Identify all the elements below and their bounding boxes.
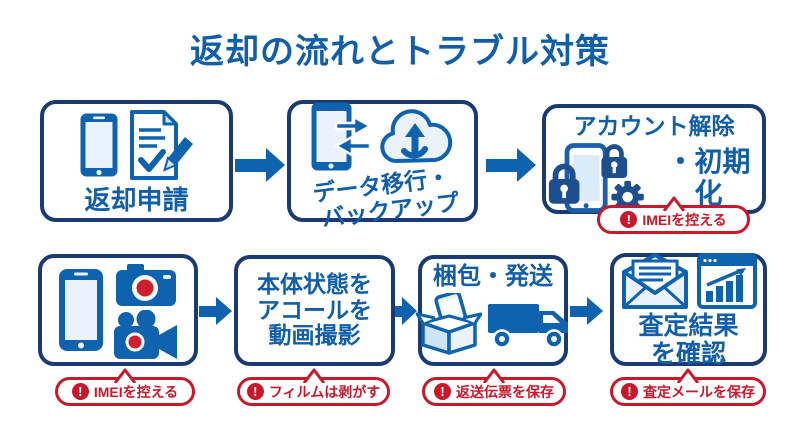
- step-label-line1: 査定結果: [638, 312, 739, 340]
- page-title: 返却の流れとトラブル対策: [190, 33, 610, 71]
- badge-tail: [662, 196, 685, 211]
- step-label-line1: 本体状態を: [257, 270, 372, 297]
- exclamation-icon: !: [71, 383, 89, 400]
- icon-group: ・初期化: [546, 141, 762, 215]
- badge-text: フィルムは剥がす: [268, 383, 381, 400]
- step-label-line2: を確認: [650, 340, 726, 368]
- smartphone-icon: [59, 269, 103, 351]
- exclamation-icon: !: [621, 383, 638, 400]
- step-box-video-condition: 本体状態を アコールを 動画撮影: [234, 255, 395, 366]
- badge-text: IMEIを控える: [93, 383, 179, 400]
- cloud-upload-icon: [379, 108, 452, 163]
- alert-badge-slip: ! 返送伝票を保存: [422, 368, 566, 406]
- step-label-line3: 動画撮影: [268, 322, 361, 349]
- step-box-account-release: アカウント解除: [542, 104, 766, 214]
- exclamation-icon: !: [434, 383, 451, 400]
- flow-arrow: [570, 297, 603, 325]
- video-camera-icon: [114, 309, 177, 359]
- alert-badge-imei: ! IMEIを控える: [55, 368, 195, 406]
- badge-tail: [676, 368, 700, 383]
- icon-group: [57, 261, 179, 360]
- document-edit-icon: [130, 109, 193, 180]
- padlock-icon: [601, 143, 628, 178]
- camera-icon: [116, 263, 176, 306]
- step-box-data-migration: データ移行・ バックアップ: [287, 100, 478, 231]
- badge-tail: [113, 368, 137, 383]
- open-mail-icon: [622, 253, 688, 309]
- alert-badge-film: ! フィルムは剥がす: [237, 368, 390, 406]
- phone-transfer-icon: [311, 102, 372, 171]
- step-label: データ移行・ バックアップ: [305, 164, 460, 233]
- smartphone-icon: [80, 113, 118, 177]
- step-label: 梱包・発送: [433, 263, 553, 290]
- icon-group: [79, 109, 194, 181]
- flow-arrow: [486, 148, 536, 182]
- flow-arrow: [199, 297, 232, 325]
- padlock-icon: [548, 163, 580, 204]
- badge-tail: [482, 368, 506, 383]
- icon-group: [415, 292, 571, 355]
- badge-tail: [302, 368, 325, 383]
- camera-icon-stack: [113, 261, 179, 360]
- step-box-check-result: 査定結果 を確認: [610, 253, 767, 368]
- exclamation-icon: !: [246, 383, 264, 400]
- badge-text: IMEIを控える: [642, 211, 727, 228]
- truck-icon: [487, 303, 568, 349]
- chart-window-icon: [697, 253, 757, 309]
- step-box-record-device: [38, 254, 198, 366]
- flow-arrow: [395, 297, 417, 325]
- step-label-line2: アコールを: [257, 296, 372, 323]
- badge-text: 返送伝票を保存: [456, 383, 554, 400]
- gear-icon: [611, 180, 644, 214]
- badge-text: 査定メールを保存: [643, 383, 755, 400]
- step-box-return-application: 返却申請: [40, 100, 233, 222]
- step-label: 返却申請: [84, 184, 189, 215]
- step-label: ・初期化: [666, 146, 751, 209]
- open-box-icon: [415, 292, 482, 355]
- step-title: アカウント解除: [573, 113, 735, 139]
- alert-badge-imei: ! IMEIを控える: [597, 196, 750, 234]
- icon-group: [620, 253, 757, 309]
- exclamation-icon: !: [620, 211, 638, 228]
- step-box-pack-ship: 梱包・発送: [415, 255, 571, 366]
- icon-group: [310, 101, 456, 173]
- phone-lock-icon: [548, 142, 644, 214]
- alert-badge-mail: ! 査定メールを保存: [610, 368, 766, 406]
- flow-arrow: [235, 148, 285, 182]
